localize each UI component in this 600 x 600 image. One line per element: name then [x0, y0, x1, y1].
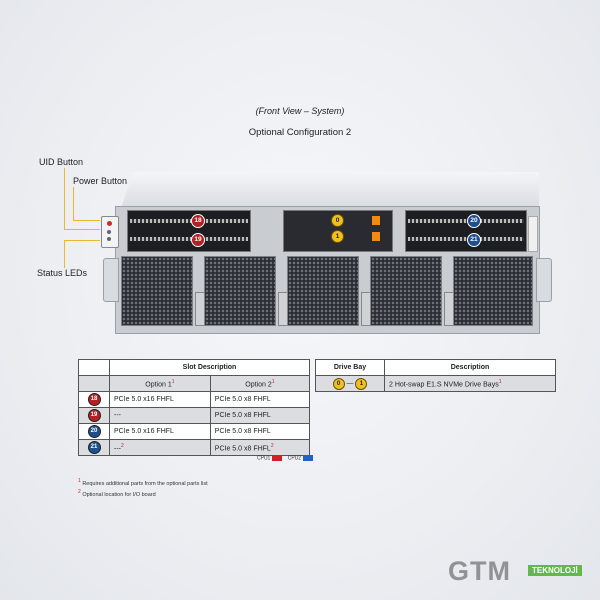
pcie-slot-20-bracket: [408, 219, 524, 223]
leds-lead-horizontal: [64, 240, 100, 241]
fan-module-2: [204, 256, 276, 326]
footnote-1: 1 Requires additional parts from the opt…: [78, 478, 208, 487]
slot-badge-19: 19: [191, 233, 205, 247]
table-row: 21 ---2 PCIe 5.0 x8 FHFL2: [78, 439, 311, 456]
drive-bay-description: 2 Hot-swap E1.S NVMe Drive Bays1: [384, 375, 556, 392]
uid-button-callout: UID Button: [39, 157, 84, 167]
config-title: Optional Configuration 2: [248, 127, 352, 138]
power-button-callout: Power Button: [73, 176, 128, 186]
pcie-bay-right: [405, 210, 527, 252]
chassis-top-cover: [121, 172, 539, 208]
drive-bay-range: 0 — 1: [315, 375, 385, 392]
power-lead-horizontal: [73, 220, 100, 221]
drive-0-latch[interactable]: [372, 216, 380, 225]
drive-badge-0: 0: [331, 214, 344, 227]
control-panel: [101, 216, 119, 248]
fan-module-5: [453, 256, 533, 326]
drive-bay-header: Drive Bay: [315, 359, 385, 376]
slot-20-option1: PCIe 5.0 x16 FHFL: [109, 423, 211, 440]
cpu-legend: CPU1 CPU2: [257, 455, 317, 461]
drive-badge-1: 1: [331, 230, 344, 243]
cpu1-swatch: [272, 455, 283, 461]
slot-description-table: Slot Description Option 11 Option 21 18 …: [78, 359, 311, 456]
uid-button[interactable]: [107, 221, 112, 226]
gtm-logo: GTM: [448, 556, 511, 586]
slot-table-corner: [78, 359, 110, 376]
status-leds-callout: Status LEDs: [37, 268, 88, 278]
option2-header: Option 21: [209, 375, 311, 392]
drive-bay-separator: —: [346, 379, 354, 387]
drive-1-latch[interactable]: [372, 232, 380, 241]
cpu2-swatch: [303, 455, 314, 461]
pcie-bay-left: [127, 210, 251, 252]
slot-19-badge: 19: [87, 409, 101, 422]
cpu1-label: CPU1: [257, 455, 271, 462]
fan-module-4: [370, 256, 442, 326]
footnote-2: 2 Optional location for I/O board: [78, 488, 156, 498]
right-rack-handle[interactable]: [536, 258, 552, 302]
fan-module-3: [287, 256, 359, 326]
side-service-tag: [528, 216, 538, 252]
uid-lead-horizontal: [64, 229, 100, 230]
pcie-slot-18-bracket: [130, 219, 248, 223]
option1-header: Option 11: [109, 375, 211, 392]
slot-21-option2: PCIe 5.0 x8 FHFL2: [209, 439, 311, 456]
slot-table-header: Slot Description: [109, 359, 310, 376]
slot-18-badge: 18: [87, 393, 101, 406]
drive-description-header: Description: [384, 359, 556, 376]
footnotes: 1 Requires additional parts from the opt…: [78, 477, 208, 499]
fan-module-1: [121, 256, 193, 326]
drive-bay-1-badge: 1: [355, 377, 368, 390]
uid-lead-vertical: [64, 168, 65, 230]
drive-bay-table: Drive Bay Description 0 — 1 2 Hot-swap E…: [315, 359, 556, 392]
slot-20-option2: PCIe 5.0 x8 FHFL: [209, 423, 311, 440]
slot-badge-21: 21: [467, 233, 481, 247]
slot-20-badge: 20: [87, 425, 101, 438]
table-row: 0 — 1 2 Hot-swap E1.S NVMe Drive Bays1: [315, 375, 556, 392]
gtm-logo-badge: TEKNOLOJİ: [528, 565, 582, 576]
status-led: [107, 237, 111, 241]
slot-19-option2: PCIe 5.0 x8 FHFL: [209, 407, 311, 424]
slot-badge-18: 18: [191, 214, 205, 228]
slot-18-option1: PCIe 5.0 x16 FHFL: [109, 391, 211, 408]
fan-divider-2: [278, 292, 288, 326]
cpu2-label: CPU2: [287, 455, 302, 462]
view-title: (Front View – System): [255, 106, 345, 116]
slot-21-option1: ---2: [109, 439, 211, 456]
power-lead-vertical: [73, 187, 74, 221]
leds-lead-vertical: [64, 240, 65, 268]
table-row: 18 PCIe 5.0 x16 FHFL PCIe 5.0 x8 FHFL: [78, 391, 311, 408]
fan-divider-1: [195, 292, 205, 326]
pcie-slot-19-bracket: [130, 237, 248, 241]
left-rack-handle[interactable]: [103, 258, 119, 302]
server-chassis: 18 19 0 1 20 21: [101, 172, 552, 334]
slot-19-option1: ---: [109, 407, 211, 424]
slot-table-subcorner: [78, 375, 110, 392]
fan-divider-4: [444, 292, 454, 326]
table-row: 19 --- PCIe 5.0 x8 FHFL: [78, 407, 311, 424]
slot-badge-20: 20: [467, 214, 481, 228]
fan-divider-3: [361, 292, 371, 326]
slot-18-option2: PCIe 5.0 x8 FHFL: [209, 391, 311, 408]
drive-bay-0-badge: 0: [332, 377, 345, 390]
power-button[interactable]: [107, 230, 111, 234]
table-row: 20 PCIe 5.0 x16 FHFL PCIe 5.0 x8 FHFL: [78, 423, 311, 440]
pcie-slot-21-bracket: [408, 237, 524, 241]
slot-21-badge: 21: [87, 441, 101, 454]
